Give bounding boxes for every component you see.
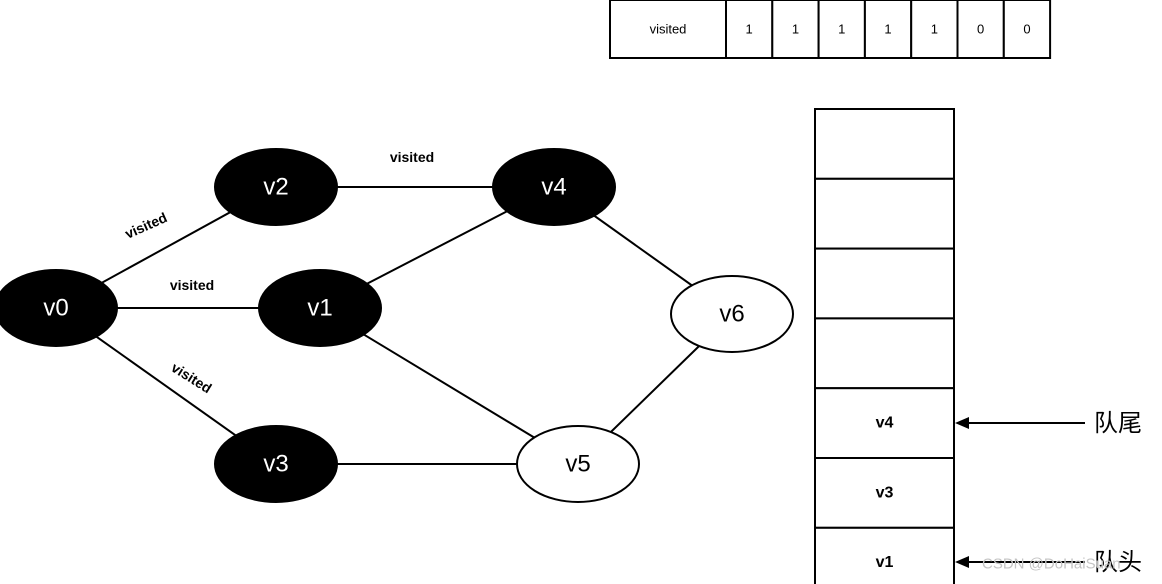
head-arrowhead (955, 556, 969, 568)
node-label: v3 (263, 451, 288, 478)
queue-cell (814, 317, 955, 390)
node-shape (492, 148, 616, 226)
node-shape (516, 425, 640, 503)
visited-cell-value: 1 (838, 22, 845, 37)
node-label: v6 (719, 301, 744, 328)
node-label: v0 (43, 295, 68, 322)
visited-cell-value: 1 (884, 22, 891, 37)
node-label: v4 (541, 174, 566, 201)
tail-arrowhead (955, 417, 969, 429)
edge-label-v2-v4: visited (390, 149, 434, 165)
visited-cell-value: 1 (746, 22, 753, 37)
watermark: CSDN @DoHaiSuan (982, 556, 1121, 573)
node-label: v1 (307, 295, 332, 322)
node-v1: v1 (258, 269, 382, 347)
edge-label-v0-v2: visited (122, 209, 169, 242)
node-shape (670, 275, 794, 353)
queue-cell-value: v3 (876, 484, 894, 501)
queue-head-pointer: 队头 (955, 548, 1142, 576)
visited-header-cell (609, 0, 727, 59)
visited-cell-value: 1 (792, 22, 799, 37)
queue-cell (814, 457, 955, 529)
node-v6: v6 (670, 275, 794, 353)
visited-value-cells: 1 1 1 1 1 0 0 (725, 0, 1052, 59)
queue-cell-value: v4 (876, 415, 894, 432)
visited-cell (817, 0, 866, 59)
visited-cell (725, 0, 774, 59)
visited-cell (956, 0, 1005, 59)
visited-cell-value: 0 (1023, 22, 1030, 37)
queue-cell (814, 247, 955, 320)
node-v3: v3 (214, 425, 338, 503)
visited-cell (863, 0, 913, 59)
queue-cell (814, 387, 955, 460)
node-label: v2 (263, 174, 288, 201)
node-v2: v2 (214, 148, 338, 226)
edge-label-v0-v1: visited (170, 277, 214, 293)
node-shape (214, 425, 338, 503)
queue-tail-pointer: 队尾 (955, 409, 1142, 437)
node-shape (214, 148, 338, 226)
queue-cell-value: v1 (876, 554, 894, 571)
visited-header-label: visited (650, 22, 687, 37)
graph-nodes: v0 v1 v2 v3 v4 v5 v6 (0, 148, 794, 503)
node-shape (0, 269, 118, 347)
node-v0: v0 (0, 269, 118, 347)
queue-head-label: 队头 (1094, 548, 1142, 576)
visited-cell (1002, 0, 1052, 59)
node-v4: v4 (492, 148, 616, 226)
node-shape (258, 269, 382, 347)
queue-cell (814, 526, 955, 584)
queue-cell (814, 177, 955, 250)
queue-tail-label: 队尾 (1094, 409, 1142, 437)
node-v5: v5 (516, 425, 640, 503)
edge-label-v0-v3: visited (169, 359, 215, 396)
queue-cell (814, 108, 955, 180)
visited-cell (771, 0, 820, 59)
queue: v4 v3 v1 (814, 108, 955, 584)
visited-cell-value: 1 (931, 22, 938, 37)
node-label: v5 (565, 451, 590, 478)
visited-array-table: visited 1 1 1 1 1 0 0 (609, 0, 1052, 59)
visited-cell-value: 0 (977, 22, 984, 37)
